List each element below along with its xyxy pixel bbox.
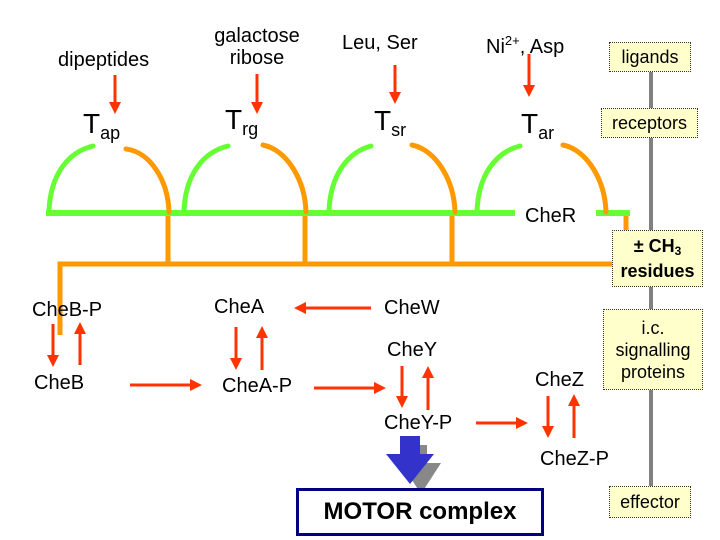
- methyl-line1: ± CH3: [617, 236, 698, 261]
- receptor-tap-arcs: [46, 143, 172, 215]
- ligand-label-tsr: Leu, Ser: [342, 32, 418, 54]
- ligand-label-trg: galactose ribose: [201, 25, 313, 69]
- ion-charge: 2+: [504, 33, 520, 48]
- receptor-sub: ar: [538, 123, 555, 143]
- receptor-main: T: [83, 108, 101, 139]
- side-label-effector: effector: [609, 486, 691, 518]
- receptor-tar-arcs: [474, 142, 609, 215]
- methyl-subscript: 3: [674, 244, 682, 258]
- side-label-ic-signalling: i.c. signalling proteins: [603, 309, 703, 390]
- protein-chez: CheZ: [535, 369, 584, 391]
- receptor-tsr-arcs: [326, 142, 458, 215]
- protein-chew: CheW: [384, 297, 440, 319]
- ic-line1: i.c.: [641, 318, 665, 338]
- receptor-trg-arcs: [181, 142, 309, 215]
- ligand-label-tar: Ni2+, Asp: [486, 30, 564, 58]
- ligand-label-trg-line1: galactose: [214, 25, 300, 47]
- receptor-main: T: [521, 108, 539, 139]
- receptor-sub: rg: [242, 119, 259, 139]
- receptor-sub: sr: [391, 120, 407, 140]
- receptor-signal-lines: [57, 213, 629, 335]
- ligand-label-trg-line2: ribose: [229, 47, 285, 69]
- receptor-label-tsr: Tsr: [374, 107, 407, 141]
- ligand-label-tap: dipeptides: [58, 49, 150, 71]
- receptor-main: T: [374, 105, 392, 136]
- protein-cher: CheR: [525, 205, 577, 227]
- ic-line3: proteins: [620, 362, 686, 382]
- side-label-methyl-residues: ± CH3 residues: [612, 230, 703, 287]
- protein-cheyp: CheY-P: [384, 412, 453, 434]
- motor-arrow: [386, 436, 441, 494]
- methyl-line2: residues: [620, 261, 695, 281]
- receptor-label-trg: Trg: [225, 106, 259, 140]
- protein-chebp: CheB-P: [32, 299, 103, 321]
- protein-cheb: CheB: [34, 372, 85, 394]
- protein-chey: CheY: [387, 339, 438, 361]
- side-label-receptors: receptors: [601, 108, 698, 138]
- methyl-prefix: ± CH: [633, 236, 675, 256]
- receptor-sub: ap: [100, 123, 121, 143]
- receptor-label-tap: Tap: [83, 110, 121, 144]
- motor-complex-box: MOTOR complex: [296, 488, 544, 536]
- receptor-label-tar: Tar: [521, 110, 555, 144]
- ligand-rest: , Asp: [519, 36, 565, 58]
- protein-chea: CheA: [214, 296, 265, 318]
- protein-chezp: CheZ-P: [540, 448, 609, 470]
- ic-line2: signalling: [615, 340, 691, 360]
- protein-cheap: CheA-P: [222, 375, 293, 397]
- ion-name: Ni: [486, 36, 505, 58]
- receptor-main: T: [225, 104, 243, 135]
- side-label-ligands: ligands: [609, 42, 691, 72]
